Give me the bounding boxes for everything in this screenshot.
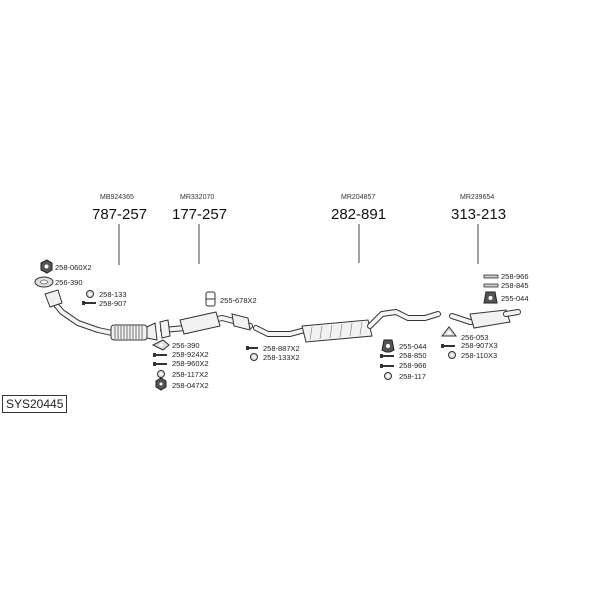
part-p14[interactable]: 258-850 <box>380 351 427 360</box>
part-label: 258-887X2 <box>263 344 300 353</box>
part-p16[interactable]: 258-117 <box>384 372 426 381</box>
part-p18[interactable]: 258-845 <box>483 281 529 290</box>
part-label: 258-850 <box>399 351 427 360</box>
part-label: 258-060X2 <box>55 263 92 272</box>
center-muffler <box>301 319 373 343</box>
part-p13[interactable]: 255-044 <box>381 339 427 353</box>
part-p6[interactable]: 256-390 <box>151 339 200 351</box>
part-label: 258-133 <box>99 290 127 299</box>
part-label: 258-117X2 <box>172 370 208 379</box>
assembly-4-part: 313-213 <box>451 206 506 223</box>
part-p2[interactable]: 256-390 <box>34 276 83 288</box>
rear-muffler-drawing <box>449 309 521 329</box>
part-p20[interactable]: 256-053 <box>440 326 489 342</box>
part-label: 258-907 <box>99 299 127 308</box>
part-label: 255-044 <box>501 294 529 303</box>
assembly-4-oem: MR239654 <box>460 194 494 201</box>
part-label: 255-678X2 <box>220 296 257 305</box>
part-label: 258-133X2 <box>263 353 300 362</box>
part-p17[interactable]: 258-966 <box>483 272 529 281</box>
part-p1[interactable]: 258-060X2 <box>40 259 92 274</box>
part-p3[interactable]: 258-133 <box>86 290 127 299</box>
assembly-3[interactable]: MR204857 282-891 <box>331 194 386 263</box>
part-label: 255-044 <box>399 342 427 351</box>
system-code-label: SYS20445 <box>2 395 68 413</box>
intermediate-pipe-drawing <box>159 311 253 339</box>
middle-muffler <box>179 311 221 335</box>
part-p19[interactable]: 255-044 <box>483 291 529 304</box>
part-label: 256-390 <box>55 278 83 287</box>
part-p22[interactable]: 258-110X3 <box>448 351 498 360</box>
part-p4[interactable]: 258-907 <box>82 299 127 308</box>
part-p5[interactable]: 255-678X2 <box>205 291 257 307</box>
assembly-2-oem: MR332070 <box>180 194 214 201</box>
assembly-1-oem: MB924365 <box>100 194 134 201</box>
part-label: 258-845 <box>501 281 529 290</box>
part-p15[interactable]: 258-966 <box>380 361 427 370</box>
center-muffler-drawing <box>253 309 441 343</box>
part-label: 258-907X3 <box>461 341 498 350</box>
part-label: 256-390 <box>172 341 200 350</box>
bolt-icon <box>483 274 499 279</box>
part-p12[interactable]: 258-133X2 <box>250 353 300 362</box>
assembly-2-part: 177-257 <box>172 206 227 223</box>
part-p8[interactable]: 258-960X2 <box>153 359 209 368</box>
assembly-3-part: 282-891 <box>331 206 386 223</box>
part-label: 258-960X2 <box>172 359 209 368</box>
part-p9[interactable]: 258-117X2 <box>157 370 209 379</box>
part-label: 258-924X2 <box>172 350 209 359</box>
part-label: 258-047X2 <box>172 381 209 390</box>
assembly-2[interactable]: MR332070 177-257 <box>172 194 227 264</box>
rear-muffler <box>469 309 511 329</box>
part-p21[interactable]: 258-907X3 <box>441 341 498 350</box>
part-label: 258-110X3 <box>461 351 497 360</box>
part-label: 258-966 <box>399 361 427 370</box>
part-label: 258-117 <box>399 372 426 381</box>
part-p7[interactable]: 258-924X2 <box>153 350 209 359</box>
part-p10[interactable]: 258-047X2 <box>155 377 209 391</box>
part-p11[interactable]: 258-887X2 <box>246 344 300 353</box>
assembly-1-part: 787-257 <box>92 206 147 223</box>
assembly-4[interactable]: MR239654 313-213 <box>451 194 506 264</box>
assembly-1[interactable]: MB924365 787-257 <box>92 194 147 265</box>
part-label: 256-053 <box>461 333 489 342</box>
front-pipe-drawing <box>44 289 158 341</box>
assembly-3-oem: MR204857 <box>341 194 375 201</box>
bolt-icon <box>483 283 499 288</box>
part-label: 258-966 <box>501 272 529 281</box>
